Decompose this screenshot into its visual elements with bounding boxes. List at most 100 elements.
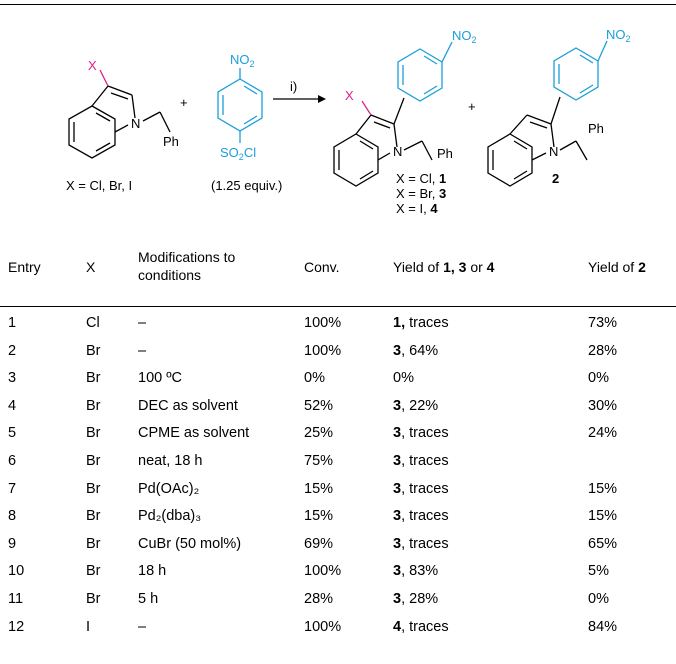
top-rule xyxy=(0,4,676,5)
cell-conv: 100% xyxy=(304,315,342,331)
cell-entry: 7 xyxy=(8,480,17,497)
cell-yb: 73% xyxy=(588,315,618,331)
header-rule xyxy=(0,306,676,307)
cell-conv: 28% xyxy=(304,591,334,607)
col-header-x: X xyxy=(86,259,96,275)
product-ph-label: Ph xyxy=(437,146,453,161)
cell-yield-a: 3, 83% xyxy=(393,563,439,580)
cell-entry: 12 xyxy=(8,618,25,635)
cell-mod: – xyxy=(138,342,147,359)
cell-x: Br xyxy=(86,480,101,497)
cell-mod: 18 h xyxy=(138,563,167,580)
cell-x: Br xyxy=(86,535,101,552)
cell-yb: 65% xyxy=(588,535,618,552)
x-options-label: X = Cl, Br, I xyxy=(66,178,132,193)
cell-yb: 24% xyxy=(588,425,618,442)
cell-mod: Pd₂(dba)₃ xyxy=(138,508,202,525)
cell-yb: 84% xyxy=(588,618,618,635)
plus-sign-2: + xyxy=(468,99,476,114)
svg-text:NO2: NO2 xyxy=(230,52,255,69)
cell-mod: CuBr (50 mol%) xyxy=(138,535,242,552)
cell-conv: 100% xyxy=(304,342,342,359)
product-no2-label: NO xyxy=(452,28,472,43)
cell-x: Br xyxy=(86,342,101,359)
cell-yield-a: 1, traces xyxy=(393,315,449,331)
cell-yb: 15% xyxy=(588,508,618,525)
cell-yield-a: 3, 64% xyxy=(393,342,439,359)
reaction-arrow: i) xyxy=(273,79,326,103)
cell-conv: 52% xyxy=(304,397,334,414)
product2-ph-label: Ph xyxy=(588,121,604,136)
indole-n-label: N xyxy=(131,116,140,131)
cell-yb: 5% xyxy=(588,563,609,580)
cell-entry: 8 xyxy=(8,508,17,525)
cell-mod: – xyxy=(138,618,147,635)
col-header-yield-a: Yield of 1, 3 or 4 xyxy=(393,259,495,275)
svg-text:X = I, 4: X = I, 4 xyxy=(396,201,438,216)
svg-text:X = Cl, 1: X = Cl, 1 xyxy=(396,171,446,186)
cell-x: Br xyxy=(86,453,101,469)
cell-conv: 0% xyxy=(304,370,325,387)
cell-x: Br xyxy=(86,563,101,580)
cell-yield-a: 3, traces xyxy=(393,453,449,469)
starting-indole: X N Ph X = Cl, Br, I xyxy=(66,58,179,193)
cell-yield-a: 3, 22% xyxy=(393,397,439,414)
product-n-label: N xyxy=(393,144,402,159)
product-x-label: X xyxy=(345,88,354,103)
cell-entry: 9 xyxy=(8,535,17,552)
arrow-label: i) xyxy=(290,79,297,94)
cell-yb: 0% xyxy=(588,370,609,387)
plus-sign: + xyxy=(180,95,188,110)
cell-entry: 4 xyxy=(8,397,17,414)
cell-x: Br xyxy=(86,397,101,414)
cell-conv: 69% xyxy=(304,535,334,552)
cell-mod: 5 h xyxy=(138,591,159,607)
cell-yield-a: 3, traces xyxy=(393,480,449,497)
cell-yb: 0% xyxy=(588,591,609,607)
cell-mod: neat, 18 h xyxy=(138,453,203,469)
cell-yield-a: 4, traces xyxy=(393,618,449,635)
x-substituent-label: X xyxy=(88,58,97,73)
cell-conv: 15% xyxy=(304,508,334,525)
product2-number: 2 xyxy=(552,171,559,186)
cell-conv: 25% xyxy=(304,425,334,442)
cell-x: Br xyxy=(86,591,101,607)
product2-n-label: N xyxy=(549,144,558,159)
cell-mod: 100 ºC xyxy=(138,370,182,387)
cell-conv: 75% xyxy=(304,453,334,469)
cell-entry: 10 xyxy=(8,563,25,580)
cell-entry: 1 xyxy=(8,315,17,331)
product2-no2-label: NO xyxy=(606,27,626,42)
cell-x: Br xyxy=(86,508,101,525)
cell-mod: – xyxy=(138,315,147,331)
cell-entry: 11 xyxy=(8,591,24,607)
so2cl-label: SO xyxy=(220,145,239,160)
cell-x: Br xyxy=(86,425,101,442)
col-header-conv: Conv. xyxy=(304,259,340,275)
cell-entry: 2 xyxy=(8,342,17,359)
cell-yb: 30% xyxy=(588,397,618,414)
cell-conv: 100% xyxy=(304,618,342,635)
cell-yield-a: 3, traces xyxy=(393,425,449,442)
col-header-modifications: Modifications to conditions xyxy=(138,249,236,283)
svg-text:NO2: NO2 xyxy=(606,27,631,44)
cell-entry: 3 xyxy=(8,370,17,387)
cell-yield-a: 3, traces xyxy=(393,535,449,552)
cell-conv: 100% xyxy=(304,563,342,580)
cell-x: Cl xyxy=(86,315,100,331)
reaction-scheme: X N Ph X = Cl, Br, I + NO2 SO2Cl (1.25 e… xyxy=(66,27,631,216)
cell-entry: 5 xyxy=(8,425,17,442)
cell-entry: 6 xyxy=(8,453,17,469)
cell-yb: 15% xyxy=(588,480,618,497)
cell-mod: Pd(OAc)₂ xyxy=(138,480,200,497)
no2-label: NO xyxy=(230,52,250,67)
cell-conv: 15% xyxy=(304,480,334,497)
cell-yield-a: 3, traces xyxy=(393,508,449,525)
svg-text:NO2: NO2 xyxy=(452,28,477,45)
svg-text:X = Br, 3: X = Br, 3 xyxy=(396,186,446,201)
col-header-yield-b: Yield of 2 xyxy=(588,259,646,275)
product-halo-indole: X N Ph NO2 X = Cl, 1 X = Br, 3 X = I, 4 xyxy=(333,28,477,216)
cell-yb: 28% xyxy=(588,342,618,359)
ph-label: Ph xyxy=(163,134,179,149)
cell-x: Br xyxy=(86,370,101,387)
